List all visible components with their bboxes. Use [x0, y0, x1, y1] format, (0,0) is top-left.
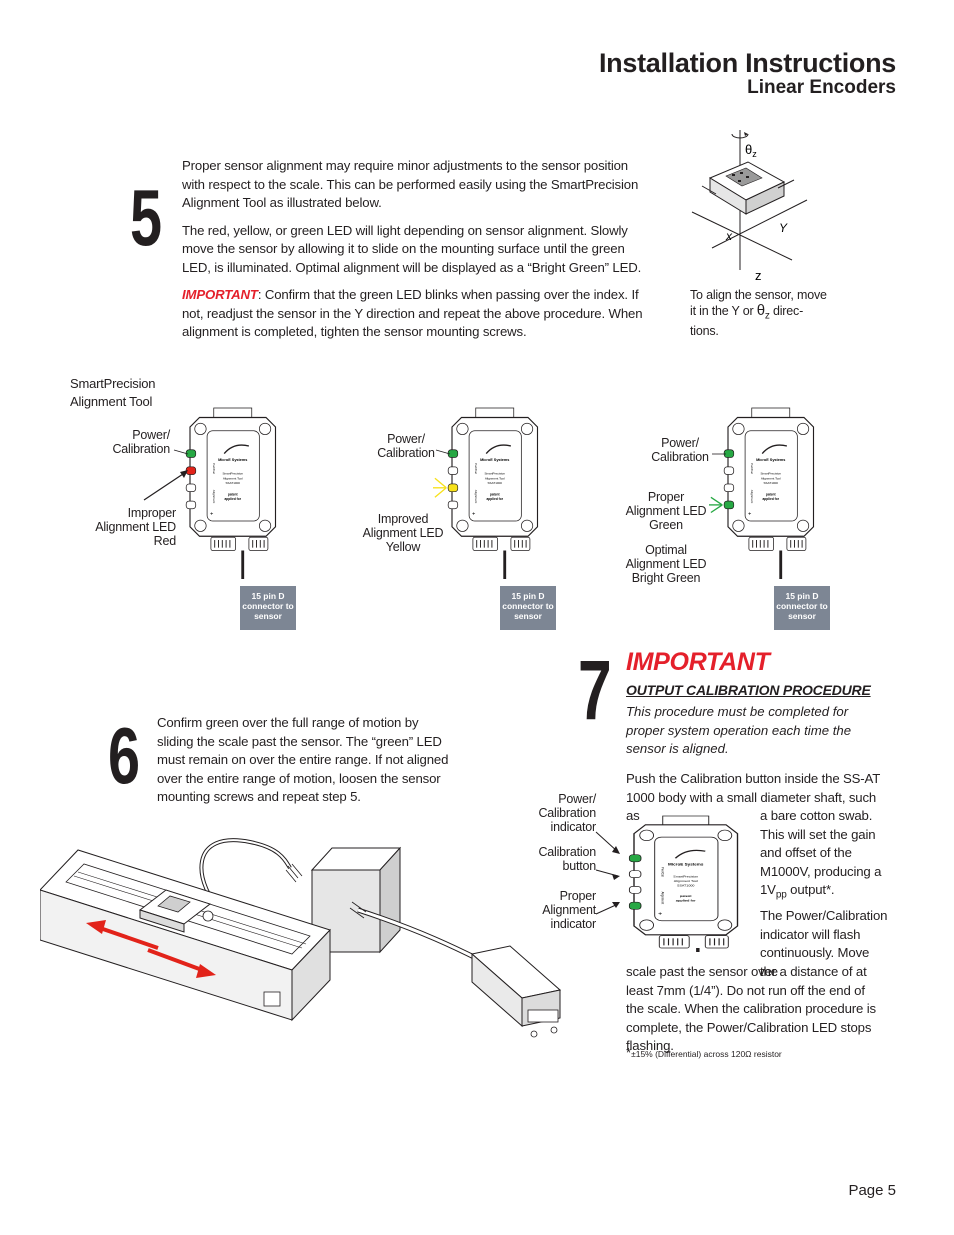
step-number-5: 5 [130, 173, 163, 262]
green-led [723, 500, 734, 509]
power-calibration-label-3: Power/ Calibration [651, 436, 709, 464]
proper-indicator-led [629, 901, 642, 910]
step5-paragraph-1: Proper sensor alignment may require mino… [182, 158, 639, 210]
axis-caption-pre: To align the sensor, move it in the Y or [690, 288, 827, 318]
step7-pointer-lines [595, 831, 620, 915]
alignment-tool-figures: MicroE Systems SmartPrecision Alignment … [143, 407, 815, 580]
connector-label-1: 15 pin D connector to sensor [240, 586, 296, 630]
sensor-axis-diagram: θz x Y z [691, 130, 808, 283]
alignment-tool-device-1 [185, 407, 277, 580]
footnote-text: ±15% (Differential) across 120Ω resistor [631, 1049, 782, 1059]
axis-caption: To align the sensor, move it in the Y or… [690, 288, 832, 339]
page-subtitle: Linear Encoders [747, 77, 896, 98]
step7-para-side-text: a bare cotton swab. This will set the ga… [760, 808, 882, 897]
step5-paragraph-3-text: : Confirm that the green LED blinks when… [182, 287, 643, 339]
step5-paragraph-3: IMPORTANT: Confirm that the green LED bl… [182, 286, 652, 342]
connector-label-3: 15 pin D connector to sensor [774, 586, 830, 630]
power-calibration-label-2: Power/ Calibration [377, 432, 435, 460]
step7-important-heading: IMPORTANT [626, 648, 770, 676]
x-axis-label: x [725, 229, 733, 243]
step-number-6: 6 [108, 711, 141, 800]
step7-italic-note: This procedure must be completed for pro… [626, 704, 852, 756]
page-number: Page 5 [848, 1182, 896, 1199]
alignment-tool-device-3 [708, 407, 815, 580]
y-axis-label: Y [779, 221, 788, 235]
step6-text: Confirm green over the full range of mot… [157, 715, 449, 804]
z-axis-label: z [755, 268, 762, 283]
sensor-head-shape [701, 161, 795, 215]
step7-para-side-end: output*. [786, 882, 835, 897]
important-label: IMPORTANT [182, 287, 258, 302]
power-led-3 [723, 449, 734, 458]
step7-para-top: Push the Calibration button inside the S… [626, 771, 880, 823]
proper-alignment-indicator-label: Proper Alignment indicator [542, 889, 596, 931]
step7-subheading: OUTPUT CALIBRATION PROCEDURE [626, 682, 871, 698]
step5-text: Proper sensor alignment may require mino… [182, 157, 652, 351]
step7-para2-full: scale past the sensor over a distance of… [626, 964, 876, 1053]
footnote-star: * [626, 1045, 632, 1060]
alignment-tool-device-2 [432, 407, 539, 580]
axis-caption-theta: θ [756, 302, 765, 319]
calibration-device-figure [628, 815, 739, 952]
improved-led-label: Improved Alignment LED Yellow [362, 512, 444, 554]
power-indicator-led [629, 854, 642, 863]
step7-para-side: a bare cotton swab. This will set the ga… [760, 807, 890, 905]
improper-led-label: Improper Alignment LED Red [95, 506, 176, 548]
yellow-led [447, 483, 458, 492]
connector-label-2: 15 pin D connector to sensor [500, 586, 556, 630]
scale-sensor-illustration [40, 838, 562, 1038]
footnote: *±15% (Differential) across 120Ω resisto… [626, 1044, 782, 1062]
calibration-device [628, 815, 739, 952]
vpp-subscript: pp [775, 889, 787, 901]
step-number-7: 7 [578, 643, 612, 737]
optimal-led-label: Optimal Alignment LED Bright Green [625, 543, 707, 585]
axis-caption-sub: z [764, 310, 770, 322]
power-calibration-label-1: Power/ Calibration [112, 428, 170, 456]
step7-para2-side: The Power/Calibration indicator will fla… [760, 908, 888, 979]
power-calibration-indicator-label: Power/ Calibration indicator [538, 792, 596, 834]
calibration-button-label: Calibration button [538, 845, 596, 873]
axis-caption-post: direc- tions. [690, 304, 804, 338]
motion-arrows [86, 920, 216, 978]
theta-axis-label: θz [745, 142, 757, 159]
tool-section-title: SmartPrecision Alignment Tool [70, 376, 156, 409]
page-title: Installation Instructions [598, 48, 896, 78]
step5-paragraph-2: The red, yellow, or green LED will light… [182, 222, 642, 275]
d-sub-connector [470, 945, 562, 1038]
proper-led-label: Proper Alignment LED Green [625, 490, 707, 532]
